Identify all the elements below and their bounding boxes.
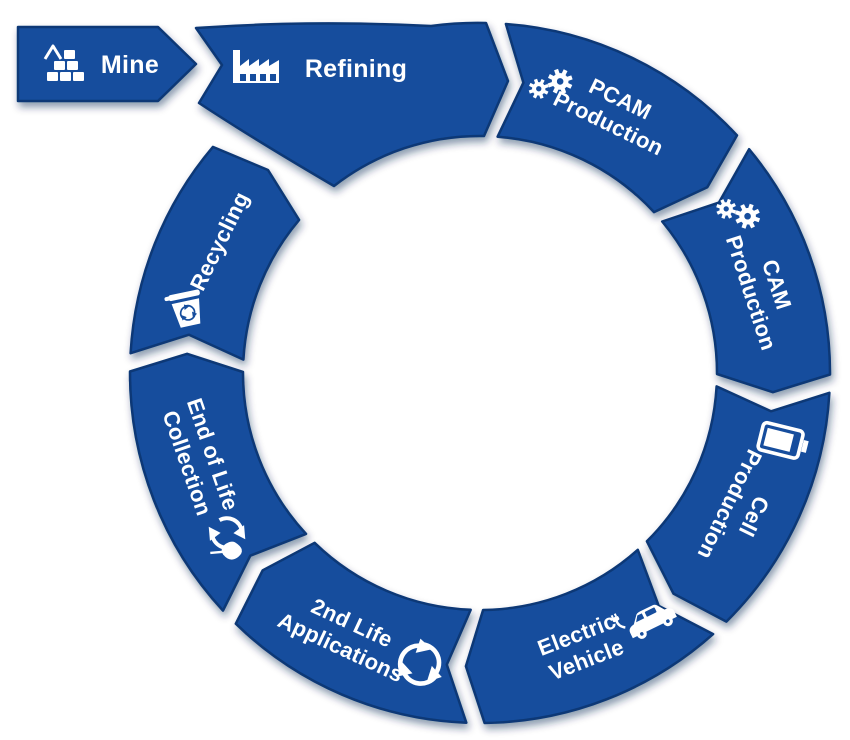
recycle-leaf-icon [208, 516, 246, 560]
segment-refining: Refining [194, 21, 510, 188]
refining-label: Refining [305, 55, 407, 83]
segment-end-of-life-collection: End of Life Collection [128, 352, 308, 612]
ev-car-icon [610, 604, 677, 639]
segment-cell-production: Cell Production [645, 385, 831, 623]
segment-recycling: Recycling [129, 145, 301, 361]
segment-cam-production: CAM Production [660, 147, 832, 394]
factory-icon [233, 50, 279, 83]
segment-mine: Mine [16, 25, 198, 103]
mine-label: Mine [101, 51, 159, 79]
segment-pcam-production: PCAM Production [496, 22, 739, 214]
ore-stack-icon [43, 44, 84, 81]
battery-icon [756, 420, 809, 460]
segment-electric-vehicle: Electric Vehicle [464, 548, 715, 725]
recycle-bin-icon [164, 289, 203, 328]
segment-second-life-applications: 2nd Life Applications [234, 541, 472, 724]
